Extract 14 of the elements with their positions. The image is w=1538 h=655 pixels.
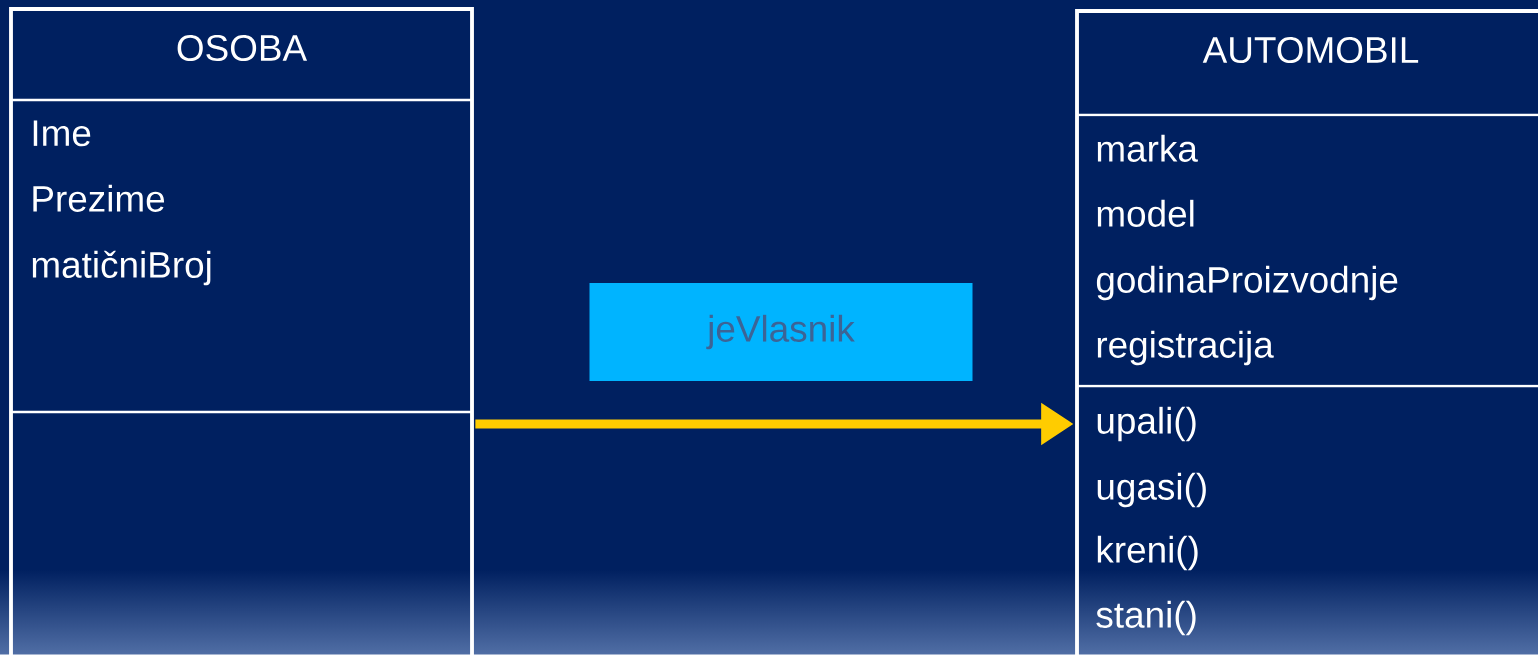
member-text: model [1097,199,1194,227]
class-name: AUTOMOBIL [1202,36,1419,64]
member-text: upali() [1097,406,1196,442]
member-text: ugasi() [1097,472,1206,508]
member-text: stani() [1096,600,1196,636]
member-text: kreni() [1097,535,1198,571]
member-text: Ime [33,120,91,147]
member-text: registracija [1097,330,1274,366]
member-text: godinaProizvodnje [1096,265,1398,301]
member-text: matičniBroj [32,250,211,286]
class-name: OSOBA [177,34,308,62]
member-text: Prezime [33,184,165,212]
label-box: jeVlasnik [589,283,973,381]
member-text: marka [1097,134,1198,162]
